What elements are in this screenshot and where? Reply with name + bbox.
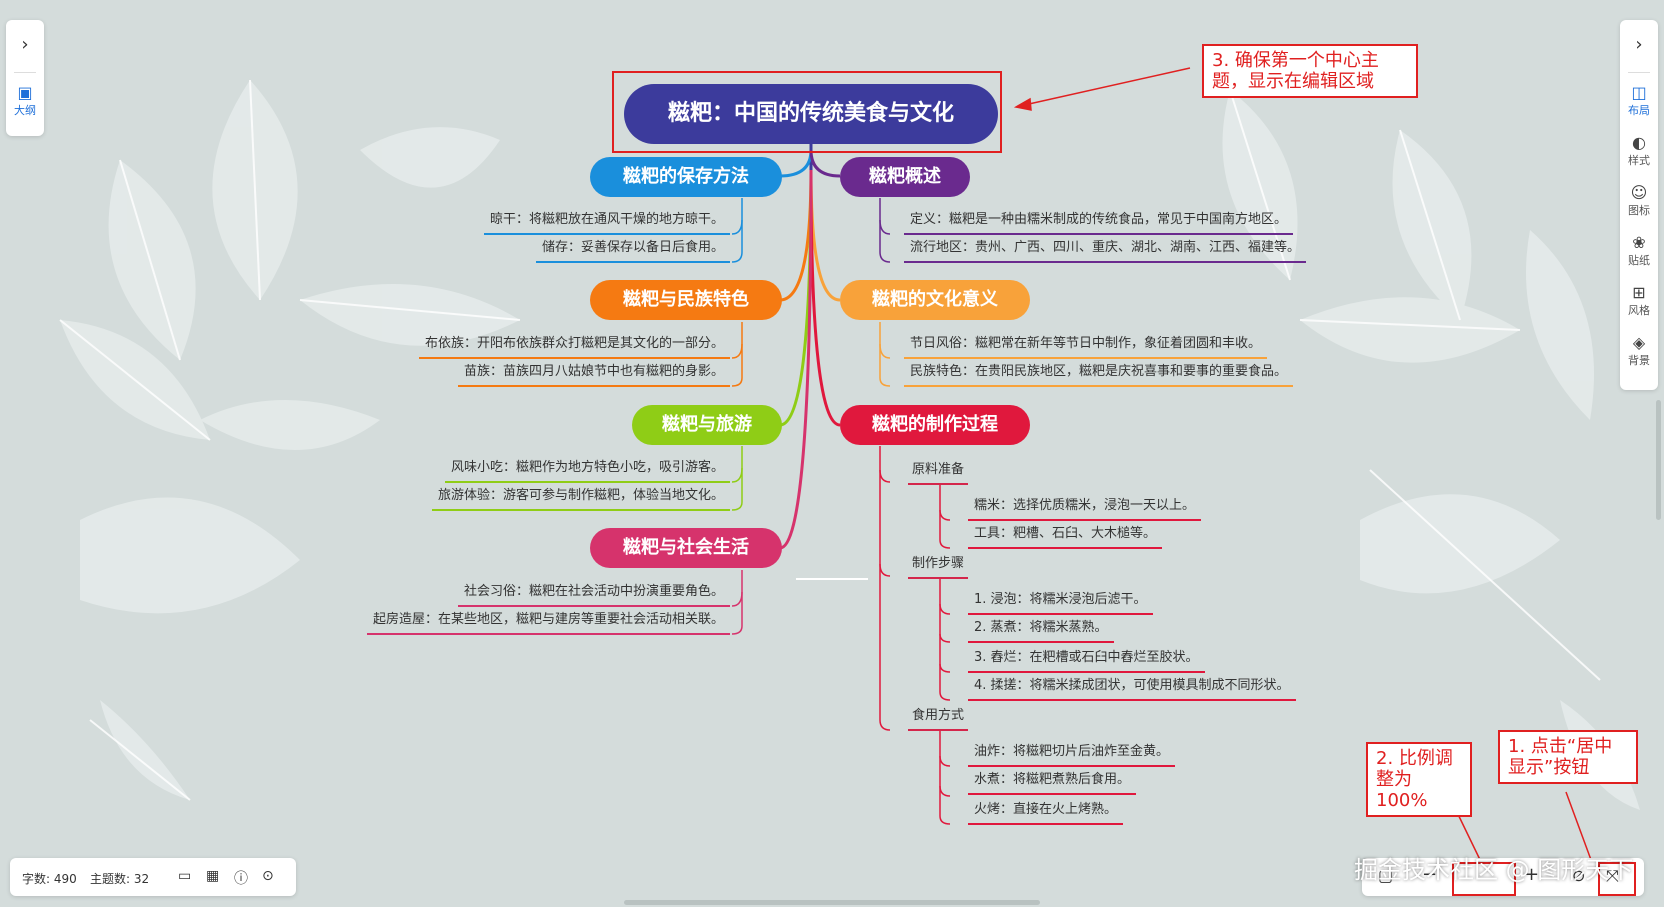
sticker-icon: ❀: [1632, 233, 1646, 252]
theme-button[interactable]: ⊞ 风格: [1620, 284, 1658, 318]
root-topic[interactable]: 糍粑：中国的传统美食与文化: [624, 84, 998, 144]
info-icon[interactable]: ⓘ: [234, 871, 248, 887]
smiley-icon: ☺: [1630, 183, 1648, 202]
word-count: 字数: 490: [22, 872, 77, 886]
leaf-eating-2[interactable]: 水煮：将糍粑煮熟后食用。: [968, 770, 1137, 795]
leaf-ethnic-1[interactable]: 布依族：开阳布依族群众打糍粑是其文化的一部分。: [418, 334, 730, 359]
annotation-3: 3. 确保第一个中心主题，显示在编辑区域: [1202, 44, 1418, 98]
watermark: 掘金技术社区 @ 图形天下: [1354, 856, 1634, 884]
fullscreen-icon[interactable]: ▢: [1378, 866, 1394, 885]
leaf-ingredients-1[interactable]: 糯米：选择优质糯米，浸泡一天以上。: [968, 496, 1202, 521]
sticker-button[interactable]: ❀ 贴纸: [1620, 234, 1658, 268]
leaf-tourism-2[interactable]: 旅游体验：游客可参与制作糍粑，体验当地文化。: [431, 486, 730, 511]
grid-icon: ⊞: [1632, 283, 1646, 302]
palette-icon: ◐: [1632, 133, 1646, 152]
leaf-culture-1[interactable]: 节日风俗：糍粑常在新年等节日中制作，象征着团圆和丰收。: [904, 334, 1268, 359]
topic-overview[interactable]: 糍粑概述: [840, 157, 970, 197]
zoom-in-icon[interactable]: +: [1524, 864, 1540, 885]
root-highlight-box: [612, 71, 1002, 153]
topic-culture[interactable]: 糍粑的文化意义: [840, 280, 1030, 320]
topic-ethnic[interactable]: 糍粑与民族特色: [590, 280, 782, 320]
group-eating[interactable]: 食用方式: [908, 706, 969, 731]
leaf-tourism-1[interactable]: 风味小吃：糍粑作为地方特色小吃，吸引游客。: [444, 458, 730, 483]
leaf-steps-3[interactable]: 3. 舂烂：在粑槽或石臼中舂烂至胶状。: [968, 648, 1205, 673]
divider: [14, 72, 36, 73]
annotation-1: 1. 点击“居中显示”按钮: [1498, 730, 1638, 784]
sticker-label: 贴纸: [1628, 254, 1650, 267]
leaf-overview-1[interactable]: 定义：糍粑是一种由糯米制成的传统食品，常见于中国南方地区。: [904, 210, 1294, 235]
background-label: 背景: [1628, 354, 1650, 367]
group-steps[interactable]: 制作步骤: [908, 554, 969, 579]
zoom-bar: ▢ − + ⊘ ⤧: [1362, 858, 1644, 896]
group-ingredients[interactable]: 原料准备: [908, 460, 969, 485]
center-button-highlight: [1598, 862, 1636, 896]
keyboard-icon[interactable]: ▭: [178, 868, 192, 884]
icon-label: 图标: [1628, 204, 1650, 217]
leaf-storage-1[interactable]: 晾干：将糍粑放在通风干燥的地方晾干。: [483, 210, 730, 235]
topic-social[interactable]: 糍粑与社会生活: [590, 528, 782, 568]
layout-button[interactable]: ◫ 布局: [1620, 84, 1658, 118]
topic-making[interactable]: 糍粑的制作过程: [840, 405, 1030, 445]
lock-icon[interactable]: ⊘: [1572, 866, 1586, 885]
status-bar: 字数: 490 主题数: 32 ▭ ▦ ⓘ ⊙: [10, 858, 296, 896]
topic-storage[interactable]: 糍粑的保存方法: [590, 157, 782, 197]
outline-label: 大纲: [14, 104, 36, 117]
topic-tourism[interactable]: 糍粑与旅游: [632, 405, 782, 445]
layout-label: 布局: [1628, 104, 1650, 117]
leaf-ethnic-2[interactable]: 苗族：苗族四月八姑娘节中也有糍粑的身影。: [457, 362, 730, 387]
layers-icon: ◈: [1632, 333, 1646, 352]
leaf-social-2[interactable]: 起房造屋：在某些地区，糍粑与建房等重要社会活动相关联。: [366, 610, 730, 635]
leaf-storage-2[interactable]: 储存：妥善保存以备日后食用。: [535, 238, 730, 263]
leaf-overview-2[interactable]: 流行地区：贵州、广西、四川、重庆、湖北、湖南、江西、福建等。: [904, 238, 1307, 263]
help-icon[interactable]: ⊙: [262, 868, 274, 884]
zoom-level-highlight[interactable]: [1452, 862, 1516, 896]
leaf-eating-1[interactable]: 油炸：将糍粑切片后油炸至金黄。: [968, 742, 1176, 767]
leaf-steps-1[interactable]: 1. 浸泡：将糯米浸泡后滤干。: [968, 590, 1153, 615]
leaf-social-1[interactable]: 社会习俗：糍粑在社会活动中扮演重要角色。: [457, 582, 730, 607]
outline-button[interactable]: ▣ 大纲: [6, 84, 44, 118]
annotation-2: 2. 比例调整为100%: [1366, 742, 1472, 817]
vertical-scrollbar[interactable]: [1656, 400, 1661, 520]
leaf-ingredients-2[interactable]: 工具：粑槽、石臼、大木槌等。: [968, 524, 1163, 549]
style-button[interactable]: ◐ 样式: [1620, 134, 1658, 168]
background-button[interactable]: ◈ 背景: [1620, 334, 1658, 368]
center-view-icon[interactable]: ⤧: [1606, 866, 1619, 885]
leaf-eating-3[interactable]: 火烤：直接在火上烤熟。: [968, 800, 1124, 825]
expand-right-icon[interactable]: ›: [1635, 34, 1643, 55]
theme-label: 风格: [1628, 304, 1650, 317]
leaf-steps-4[interactable]: 4. 揉搓：将糯米揉成团状，可使用模具制成不同形状。: [968, 676, 1296, 701]
topic-count: 主题数: 32: [90, 872, 150, 886]
left-panel: › ▣ 大纲: [6, 20, 44, 136]
layout-icon: ◫: [1631, 83, 1647, 102]
expand-left-icon[interactable]: ›: [21, 34, 29, 55]
leaf-steps-2[interactable]: 2. 蒸煮：将糯米蒸熟。: [968, 618, 1114, 643]
style-label: 样式: [1628, 154, 1650, 167]
right-panel: › ◫ 布局 ◐ 样式 ☺ 图标 ❀ 贴纸 ⊞ 风格 ◈ 背景: [1620, 20, 1658, 390]
horizontal-scrollbar[interactable]: [624, 900, 1040, 905]
minimap-icon[interactable]: ▦: [206, 868, 220, 884]
leaf-culture-2[interactable]: 民族特色：在贵阳民族地区，糍粑是庆祝喜事和要事的重要食品。: [904, 362, 1294, 387]
outline-icon: ▣: [17, 83, 33, 102]
icon-button[interactable]: ☺ 图标: [1620, 184, 1658, 218]
divider: [1628, 72, 1650, 73]
zoom-out-icon[interactable]: −: [1422, 864, 1438, 885]
